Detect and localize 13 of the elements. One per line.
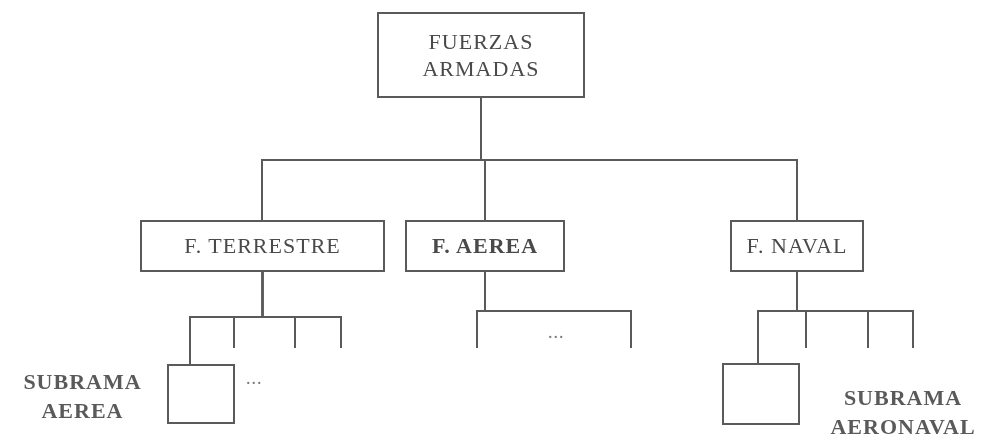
empty-box: [167, 364, 235, 424]
branch-line: [484, 271, 632, 349]
org-box: F. AEREA: [405, 220, 565, 272]
empty-box: [722, 363, 800, 425]
ellipsis-note: ...: [548, 322, 565, 343]
branch-caption: SUBRAMA AERONAVAL: [829, 384, 977, 441]
branch-caption: SUBRAMA AEREA: [22, 368, 143, 425]
ellipsis-note: ...: [246, 368, 263, 389]
org-box: F. TERRESTRE: [140, 220, 385, 272]
org-box: FUERZAS ARMADAS: [377, 12, 585, 98]
org-box: F. NAVAL: [730, 220, 864, 272]
branch-line: [796, 271, 914, 349]
branch-line: [261, 271, 342, 349]
